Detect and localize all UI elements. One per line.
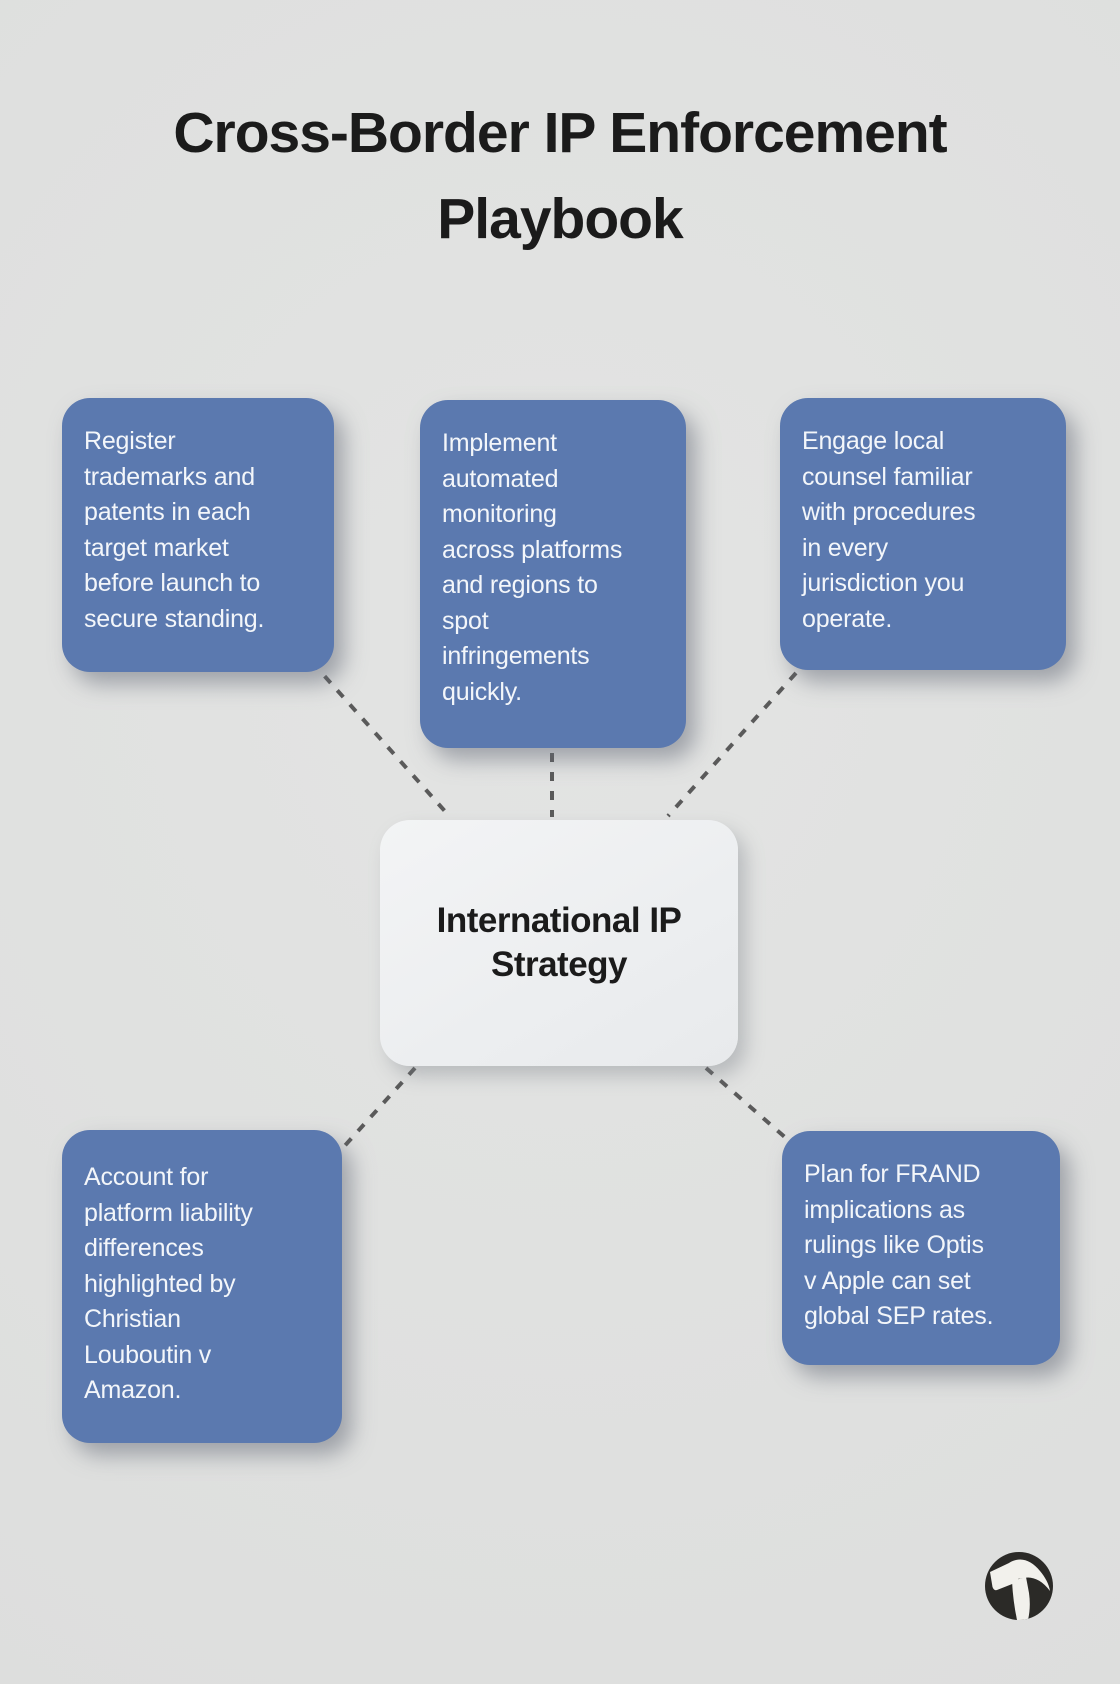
node-register-trademarks: Register trademarks and patents in each … <box>62 398 334 672</box>
node-frand-planning: Plan for FRAND implications as rulings l… <box>782 1131 1060 1365</box>
center-node: International IP Strategy <box>380 820 738 1066</box>
connector-top-right <box>666 671 798 818</box>
connector-bottom-right <box>704 1066 789 1141</box>
node-platform-liability: Account for platform liability differenc… <box>62 1130 342 1443</box>
page-title: Cross-Border IP Enforcement Playbook <box>173 101 947 251</box>
node-automated-monitoring: Implement automated monitoring across pl… <box>420 400 686 748</box>
hammer-icon <box>985 1552 1053 1620</box>
node-local-counsel: Engage local counsel familiar with proce… <box>780 398 1066 670</box>
connector-bottom-left <box>338 1066 417 1153</box>
brand-logo <box>984 1551 1054 1621</box>
center-node-label: International IP Strategy <box>436 901 682 984</box>
